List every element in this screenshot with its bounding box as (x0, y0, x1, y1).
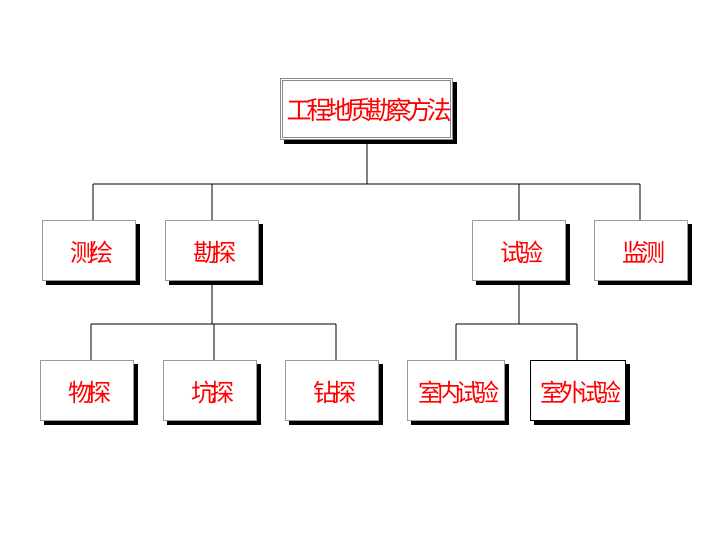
node-outdoor-test: 室外试验 (530, 360, 626, 421)
node-pit: 坑探 (163, 360, 257, 421)
node-geophysical: 物探 (40, 360, 134, 421)
node-exploration: 勘探 (165, 220, 259, 281)
node-testing-label: 试验 (500, 239, 543, 267)
root-node-label: 工程地质勘察方法 (286, 96, 451, 125)
node-monitoring-label: 监测 (622, 239, 665, 267)
node-exploration-label: 勘探 (193, 239, 236, 267)
node-indoor-test-label: 室内试验 (418, 379, 499, 407)
root-node: 工程地质勘察方法 (280, 78, 453, 140)
node-survey-label: 测绘 (70, 239, 113, 267)
node-testing: 试验 (472, 220, 566, 281)
node-survey: 测绘 (42, 220, 136, 281)
node-monitoring: 监测 (594, 220, 688, 281)
node-geophysical-label: 物探 (68, 379, 111, 407)
node-indoor-test: 室内试验 (407, 360, 505, 421)
node-drilling-label: 钻探 (313, 379, 356, 407)
node-pit-label: 坑探 (191, 379, 234, 407)
node-outdoor-test-label: 室外试验 (540, 379, 621, 407)
node-drilling: 钻探 (285, 360, 379, 421)
